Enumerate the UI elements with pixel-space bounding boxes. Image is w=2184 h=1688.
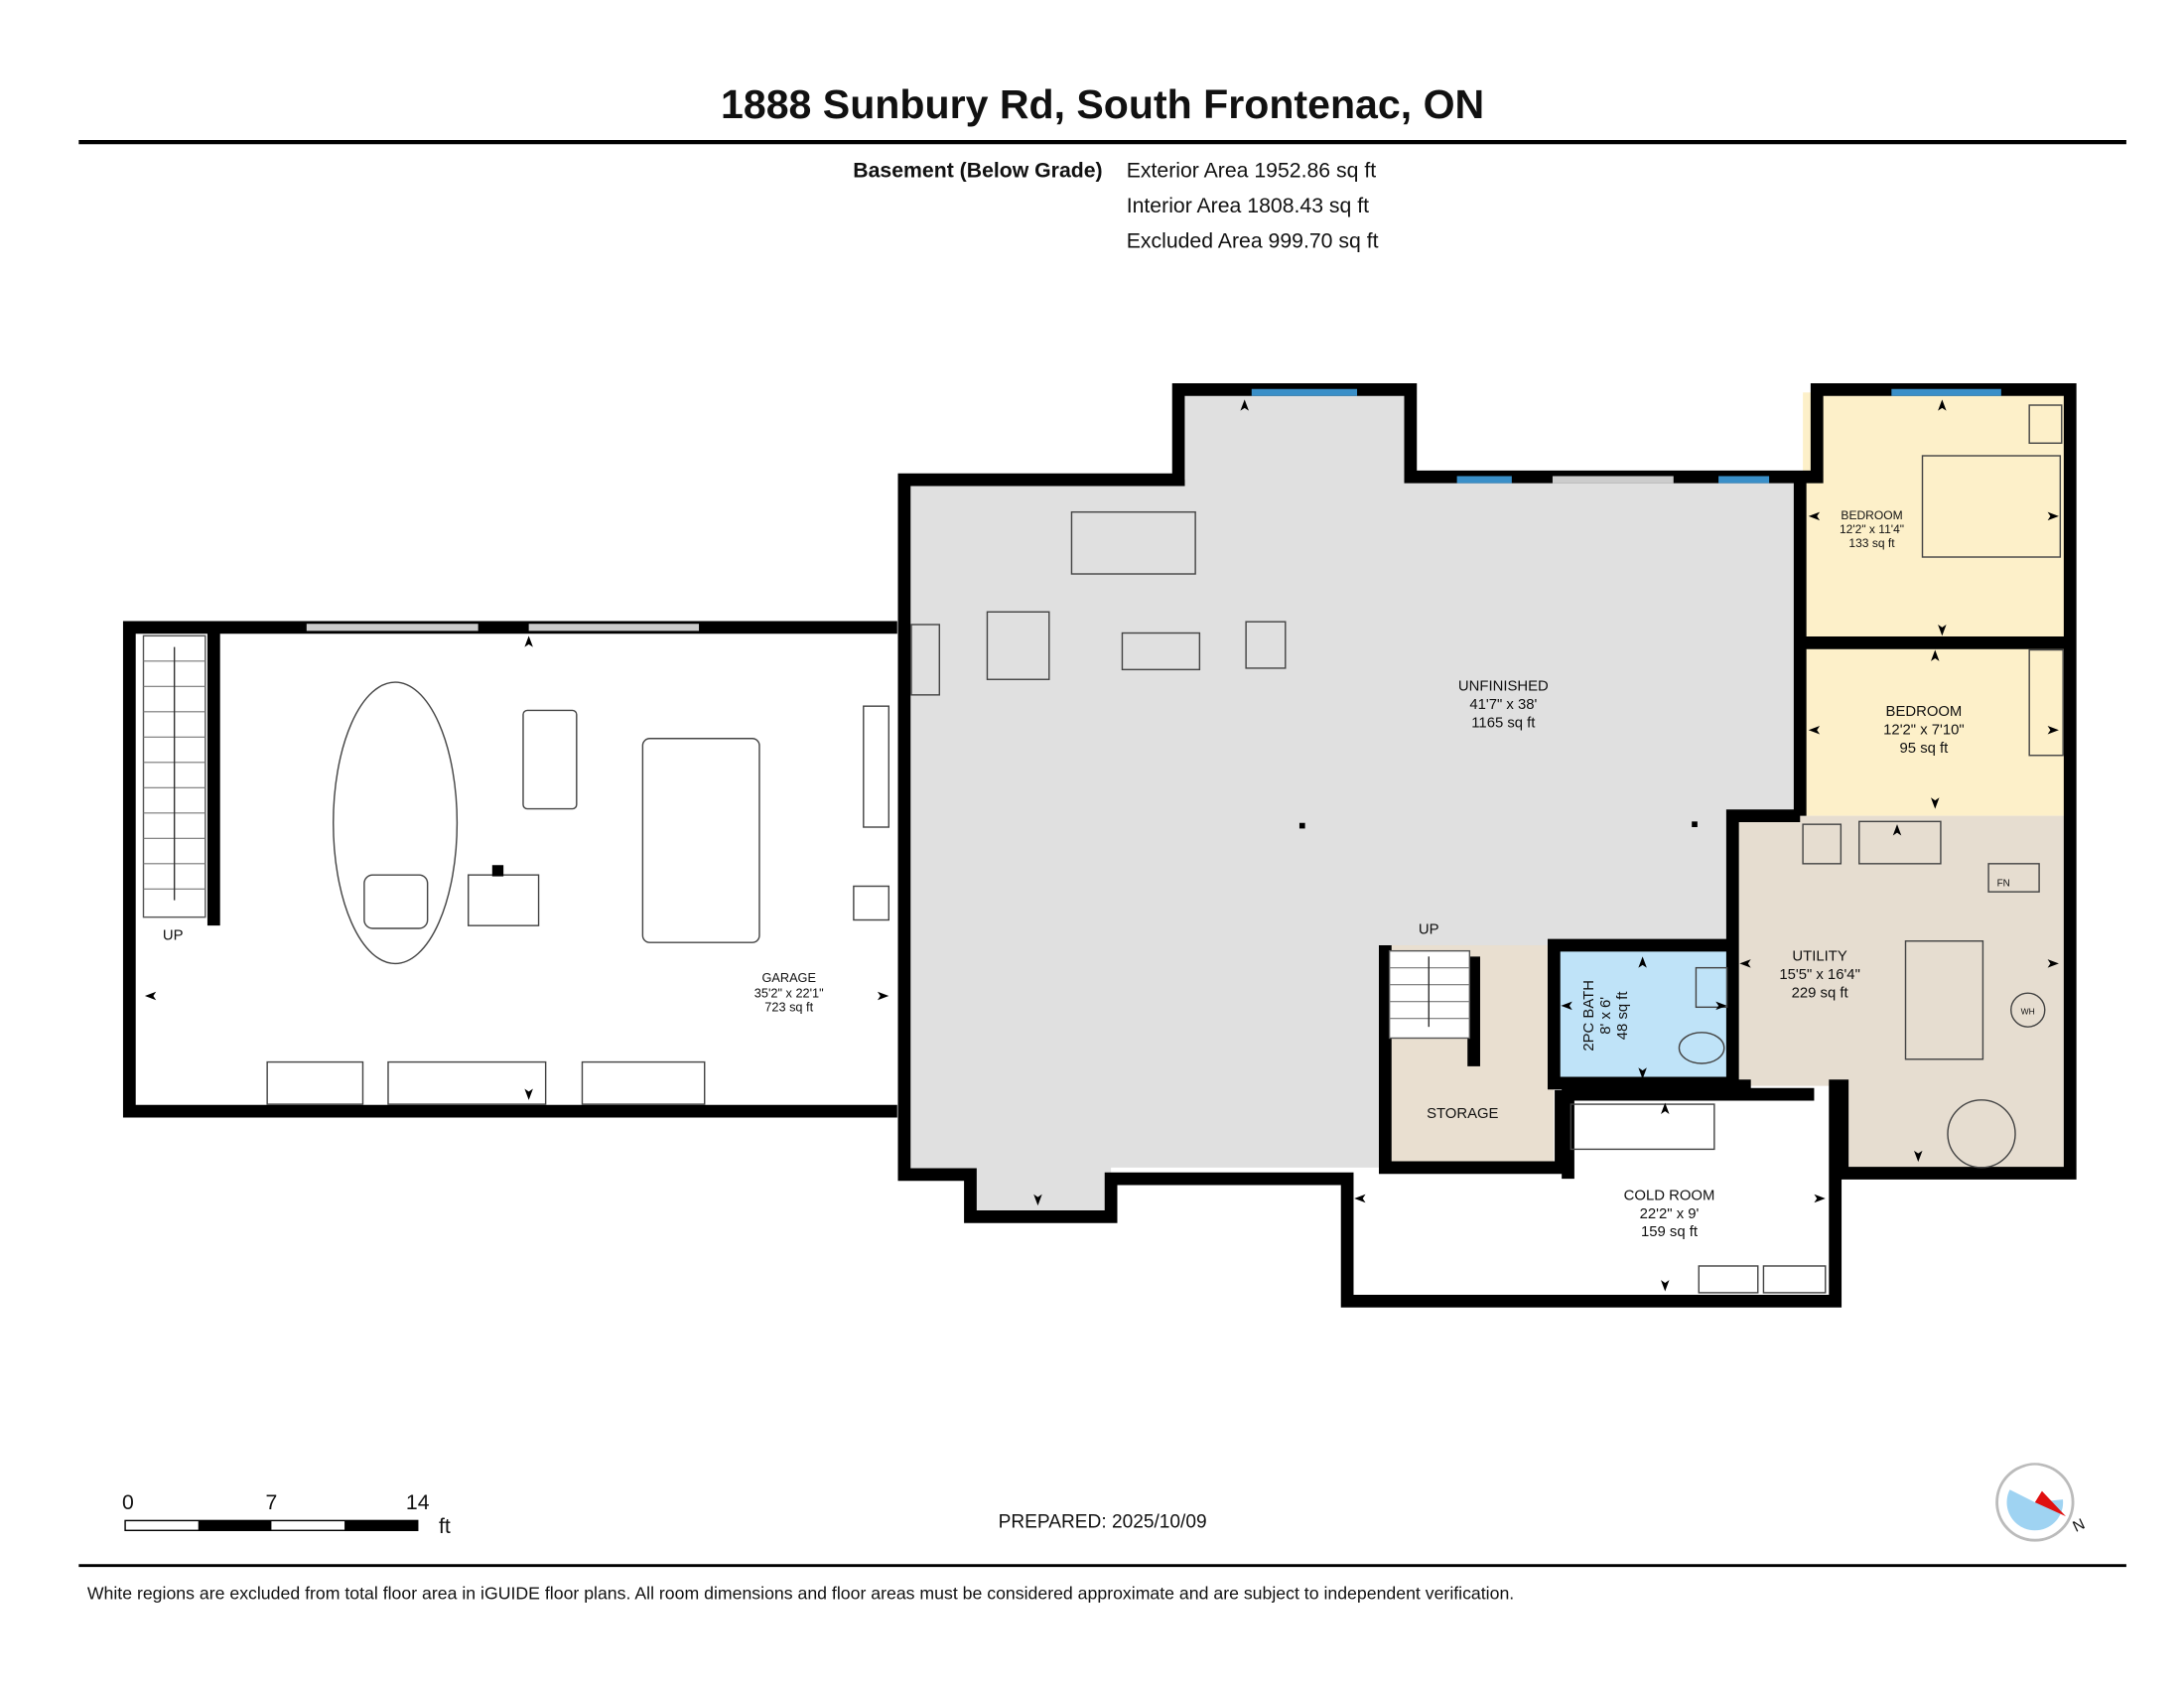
scale-bar: 0 7 14 ft	[122, 1490, 451, 1538]
sofa	[1070, 510, 1196, 575]
exterior-area: Exterior Area 1952.86 sq ft	[1127, 159, 1377, 183]
coffee-table	[1121, 632, 1201, 671]
room-2pc-bath	[1554, 949, 1733, 1083]
interior-area: Interior Area 1808.43 sq ft	[1127, 194, 1369, 217]
label-2pc-bath: 2PC BATH 8' x 6' 48 sq ft	[1581, 980, 1631, 1052]
svg-text:COLD ROOM: COLD ROOM	[1624, 1188, 1715, 1203]
svg-text:ft: ft	[439, 1514, 451, 1538]
svg-text:12'2" x 7'10": 12'2" x 7'10"	[1883, 723, 1965, 739]
svg-text:133 sq ft: 133 sq ft	[1848, 536, 1895, 550]
car	[333, 681, 459, 965]
room-utility	[1732, 815, 2068, 1171]
room-bedroom-2	[1803, 642, 2065, 816]
room-cold-room	[1347, 1094, 1833, 1302]
windows	[306, 388, 2001, 632]
compass-icon: N	[1995, 1463, 2088, 1542]
svg-text:1165 sq ft: 1165 sq ft	[1471, 715, 1536, 731]
armchair	[986, 611, 1050, 680]
svg-text:0: 0	[122, 1490, 134, 1514]
svg-text:14: 14	[406, 1490, 430, 1514]
furniture: FN WH	[266, 404, 2064, 1294]
page-title: 1888 Sunbury Rd, South Frontenac, ON	[721, 81, 1484, 127]
svg-text:15'5" x 16'4": 15'5" x 16'4"	[1779, 967, 1860, 983]
footer-disclaimer: White regions are excluded from total fl…	[87, 1584, 1514, 1604]
label-garage: GARAGE 35'2" x 22'1" 723 sq ft	[754, 970, 824, 1015]
dimension-arrows	[144, 399, 2059, 1292]
svg-text:N: N	[2071, 1516, 2088, 1536]
label-cold-room: COLD ROOM 22'2" x 9' 159 sq ft	[1624, 1188, 1715, 1240]
svg-text:48 sq ft: 48 sq ft	[1615, 991, 1631, 1041]
svg-text:BEDROOM: BEDROOM	[1886, 704, 1963, 720]
label-storage: STORAGE	[1427, 1106, 1498, 1122]
stairs-up-label-garage: UP	[163, 927, 184, 943]
svg-text:2PC BATH: 2PC BATH	[1581, 980, 1597, 1052]
svg-text:UTILITY: UTILITY	[1792, 949, 1846, 965]
svg-text:GARAGE: GARAGE	[761, 970, 816, 985]
room-unfinished	[903, 392, 1801, 1217]
svg-text:UNFINISHED: UNFINISHED	[1458, 679, 1549, 695]
label-utility: UTILITY 15'5" x 16'4" 229 sq ft	[1779, 949, 1860, 1002]
svg-text:12'2" x 11'4": 12'2" x 11'4"	[1840, 522, 1904, 536]
label-bedroom-1: BEDROOM 12'2" x 11'4" 133 sq ft	[1840, 508, 1904, 550]
stairs-up-label-main: UP	[1419, 922, 1439, 938]
prepared-date: PREPARED: 2025/10/09	[999, 1511, 1207, 1532]
svg-text:35'2" x 22'1": 35'2" x 22'1"	[754, 985, 824, 1000]
side-chair	[1245, 621, 1287, 669]
svg-text:22'2" x 9': 22'2" x 9'	[1640, 1206, 1700, 1222]
svg-text:41'7" x 38': 41'7" x 38'	[1469, 697, 1537, 713]
svg-text:7: 7	[266, 1490, 278, 1514]
bed	[1921, 455, 2062, 558]
stairs-garage	[142, 634, 206, 918]
level-label: Basement (Below Grade)	[853, 159, 1102, 183]
excluded-area: Excluded Area 999.70 sq ft	[1127, 228, 1379, 252]
svg-text:159 sq ft: 159 sq ft	[1641, 1224, 1699, 1240]
wh-label: WH	[2021, 1006, 2035, 1016]
fn-label: FN	[1997, 878, 2010, 889]
tank	[1947, 1099, 2016, 1169]
pool-table	[641, 738, 760, 943]
small-pool-table	[522, 709, 578, 810]
stairs-main	[1388, 949, 1471, 1040]
room-garage	[136, 627, 897, 1112]
svg-text:723 sq ft: 723 sq ft	[764, 1000, 813, 1015]
label-unfinished: UNFINISHED 41'7" x 38' 1165 sq ft	[1458, 679, 1549, 732]
svg-text:95 sq ft: 95 sq ft	[1900, 741, 1950, 757]
svg-text:8' x 6': 8' x 6'	[1598, 997, 1614, 1035]
room-bedroom-1	[1803, 392, 2065, 643]
label-bedroom-2: BEDROOM 12'2" x 7'10" 95 sq ft	[1883, 704, 1965, 757]
walls	[122, 383, 2077, 1308]
svg-text:BEDROOM: BEDROOM	[1841, 508, 1902, 522]
svg-text:229 sq ft: 229 sq ft	[1792, 985, 1849, 1001]
